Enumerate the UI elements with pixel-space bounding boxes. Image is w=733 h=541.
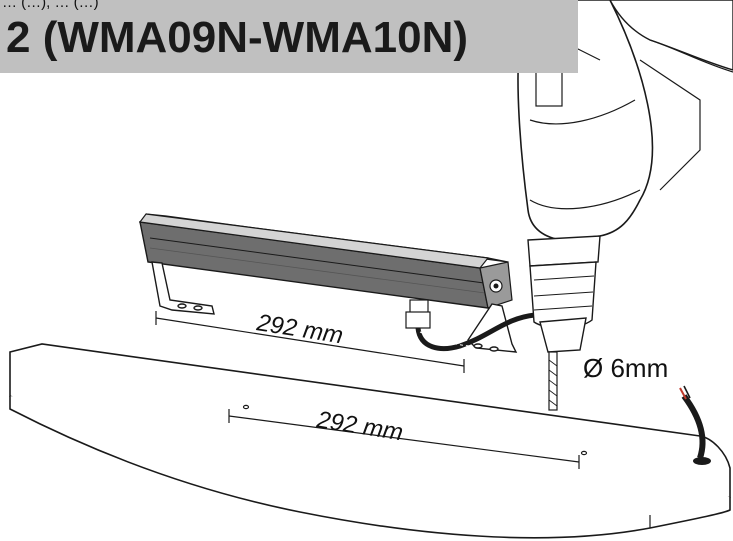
- led-fixture: [138, 213, 513, 309]
- hole-marker-left: [242, 404, 250, 410]
- surface-dimension-line: [228, 409, 580, 469]
- fixture-dimension-label: 292 mm: [254, 309, 345, 349]
- clipped-heading: … (…), … (…): [2, 0, 99, 11]
- mounting-bracket-left: [151, 261, 215, 315]
- fixture-dimension-line: [155, 311, 465, 373]
- mounting-bracket-right: [467, 303, 518, 353]
- page-title: 2 (WMA09N-WMA10N): [6, 13, 468, 62]
- cable-exit: [679, 385, 711, 465]
- drill-diameter-label: Ø 6mm: [583, 353, 668, 383]
- title-banner: … (…), … (…) 2 (WMA09N-WMA10N): [0, 0, 578, 73]
- hole-marker-right: [580, 450, 588, 456]
- cable-gland: [405, 299, 536, 352]
